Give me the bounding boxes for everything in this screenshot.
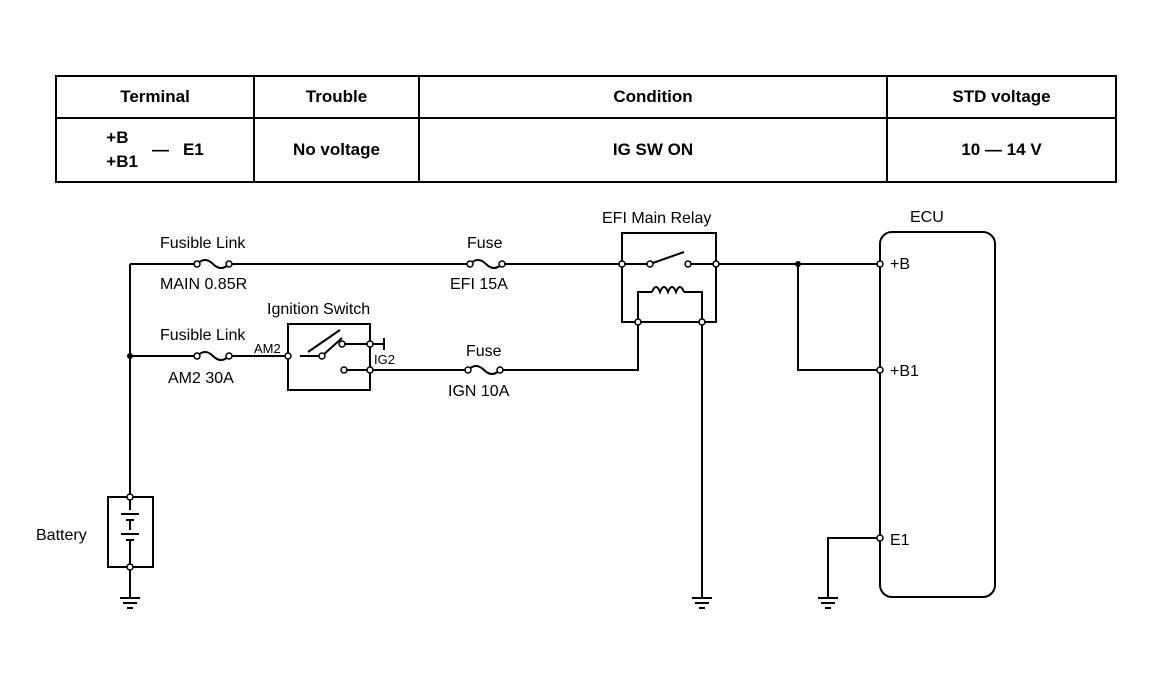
relay-coil-loop xyxy=(637,291,703,322)
node-fusible-main-left xyxy=(193,260,201,268)
node-fuse-efi-right xyxy=(498,260,506,268)
fusible-link-main-rating: MAIN 0.85R xyxy=(160,276,247,293)
ecu-box xyxy=(879,231,996,598)
relay-ground-symbol xyxy=(692,597,712,609)
ig2-terminal-label: IG2 xyxy=(374,352,395,367)
table-header-row: Terminal Trouble Condition STD voltage xyxy=(55,75,1117,119)
relay-switch-contact xyxy=(622,251,716,265)
node-ecu-b1 xyxy=(876,366,884,374)
node-fuse-efi-left xyxy=(466,260,474,268)
node-ecu-b xyxy=(876,260,884,268)
spec-table: Terminal Trouble Condition STD voltage +… xyxy=(55,75,1117,183)
relay-box xyxy=(621,232,717,323)
wire-ecu-e1-ground xyxy=(827,537,880,598)
node-fuse-ign-left xyxy=(464,366,472,374)
terminal-e1: E1 xyxy=(182,140,204,159)
fuse-efi-symbol xyxy=(469,259,503,269)
node-switch-ig2 xyxy=(340,366,348,374)
header-condition: Condition xyxy=(418,75,888,119)
node-battery-top xyxy=(126,493,134,501)
am2-terminal-label: AM2 xyxy=(254,341,281,356)
node-fusible-am2-left xyxy=(193,352,201,360)
fuse-efi-rating: EFI 15A xyxy=(450,276,508,293)
junction-b xyxy=(795,261,801,267)
fuse-ign-rating: IGN 10A xyxy=(448,383,510,400)
fusible-link-am2-symbol xyxy=(196,351,230,361)
fusible-link-am2-title: Fusible Link xyxy=(160,327,246,344)
node-switch-top xyxy=(338,340,346,348)
node-switch-am2 xyxy=(284,352,292,360)
node-fuse-ign-right xyxy=(496,366,504,374)
fusible-link-am2-rating: AM2 30A xyxy=(168,370,234,387)
ecu-terminal-b1: +B1 xyxy=(890,363,919,380)
relay-coil-symbol xyxy=(651,286,685,295)
fuse-ign-title: Fuse xyxy=(466,343,502,360)
node-relay-coil-right xyxy=(698,318,706,326)
node-battery-bottom xyxy=(126,563,134,571)
header-terminal: Terminal xyxy=(55,75,255,119)
ecu-ground-symbol xyxy=(818,597,838,609)
node-relay-contact-b xyxy=(684,260,692,268)
fuse-ign-symbol xyxy=(467,365,501,375)
wire-b-to-b1 xyxy=(797,264,880,371)
terminal-b: +B xyxy=(106,128,129,147)
node-relay-coil-left xyxy=(634,318,642,326)
cell-terminal: +B +B1 — E1 xyxy=(55,117,255,183)
ignition-switch-label: Ignition Switch xyxy=(267,301,370,318)
ecu-label: ECU xyxy=(910,209,944,226)
node-relay-out xyxy=(712,260,720,268)
ignition-switch-lever xyxy=(307,329,341,353)
ecu-terminal-b: +B xyxy=(890,256,910,273)
terminal-b1: +B1 xyxy=(106,152,138,171)
node-switch-top-out xyxy=(366,340,374,348)
header-trouble: Trouble xyxy=(253,75,420,119)
table-row: +B +B1 — E1 No voltage IG SW ON 10 — 14 … xyxy=(55,117,1117,183)
node-switch-pivot xyxy=(318,352,326,360)
node-relay-contact-a xyxy=(646,260,654,268)
node-relay-in xyxy=(618,260,626,268)
cell-condition: IG SW ON xyxy=(418,117,888,183)
terminal-dash: — xyxy=(151,140,169,159)
node-ecu-e1 xyxy=(876,534,884,542)
fusible-link-main-symbol xyxy=(196,259,230,269)
node-fusible-am2-right xyxy=(225,352,233,360)
cell-std-voltage: 10 — 14 V xyxy=(886,117,1117,183)
battery-cells xyxy=(121,497,139,567)
fusible-link-main-title: Fusible Link xyxy=(160,235,246,252)
node-switch-ig2-out xyxy=(366,366,374,374)
cell-trouble: No voltage xyxy=(253,117,420,183)
junction-main xyxy=(127,353,133,359)
fuse-efi-title: Fuse xyxy=(467,235,503,252)
wire-ign-fuse-to-relay xyxy=(500,322,639,371)
node-fusible-main-right xyxy=(225,260,233,268)
relay-label: EFI Main Relay xyxy=(602,210,711,227)
ignition-switch-terminal-top xyxy=(342,338,385,350)
battery-ground-symbol xyxy=(120,597,140,609)
header-std-voltage: STD voltage xyxy=(886,75,1117,119)
battery-label: Battery xyxy=(36,527,87,544)
ecu-terminal-e1: E1 xyxy=(890,532,910,549)
